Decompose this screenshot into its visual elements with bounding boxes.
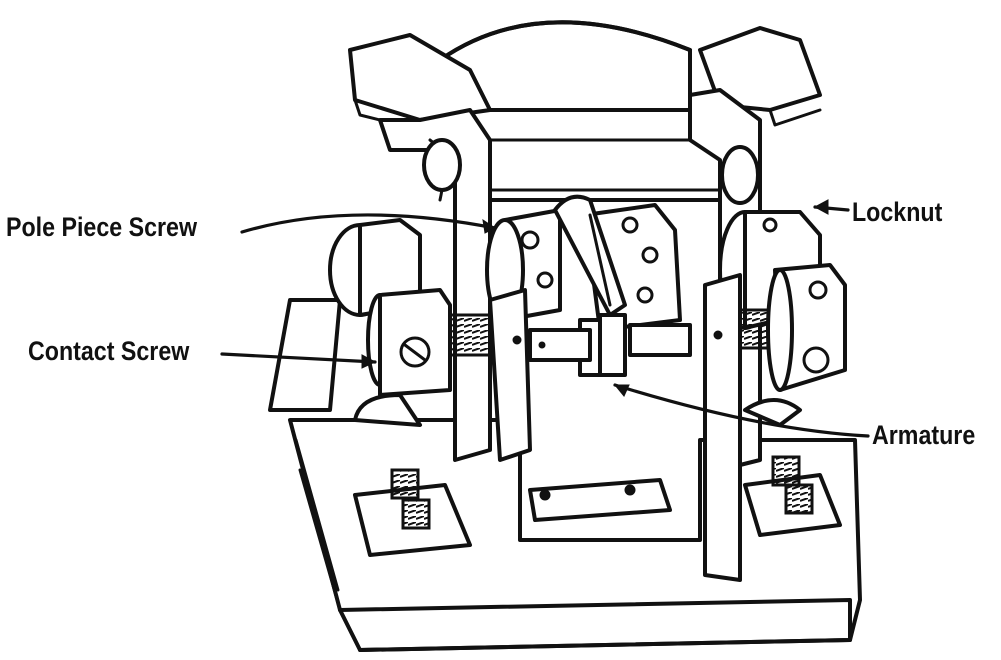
coil: [438, 20, 722, 202]
pole-piece-leader: [240, 213, 497, 234]
terminals: [353, 455, 842, 557]
leader-lines: [220, 199, 870, 438]
left-contact-assembly: [328, 218, 532, 462]
contact-screw-leader: [220, 352, 377, 364]
pole-piece: [485, 194, 682, 332]
armature-label: Armature: [872, 420, 976, 450]
contact-screw-label: Contact Screw: [28, 336, 190, 366]
right-contact-assembly: [703, 210, 847, 582]
pole-piece-screw-label: Pole Piece Screw: [6, 212, 198, 242]
armature: [528, 213, 692, 377]
locknut-label: Locknut: [852, 197, 943, 227]
armature-leader: [613, 383, 870, 438]
left-frame: [378, 108, 492, 462]
